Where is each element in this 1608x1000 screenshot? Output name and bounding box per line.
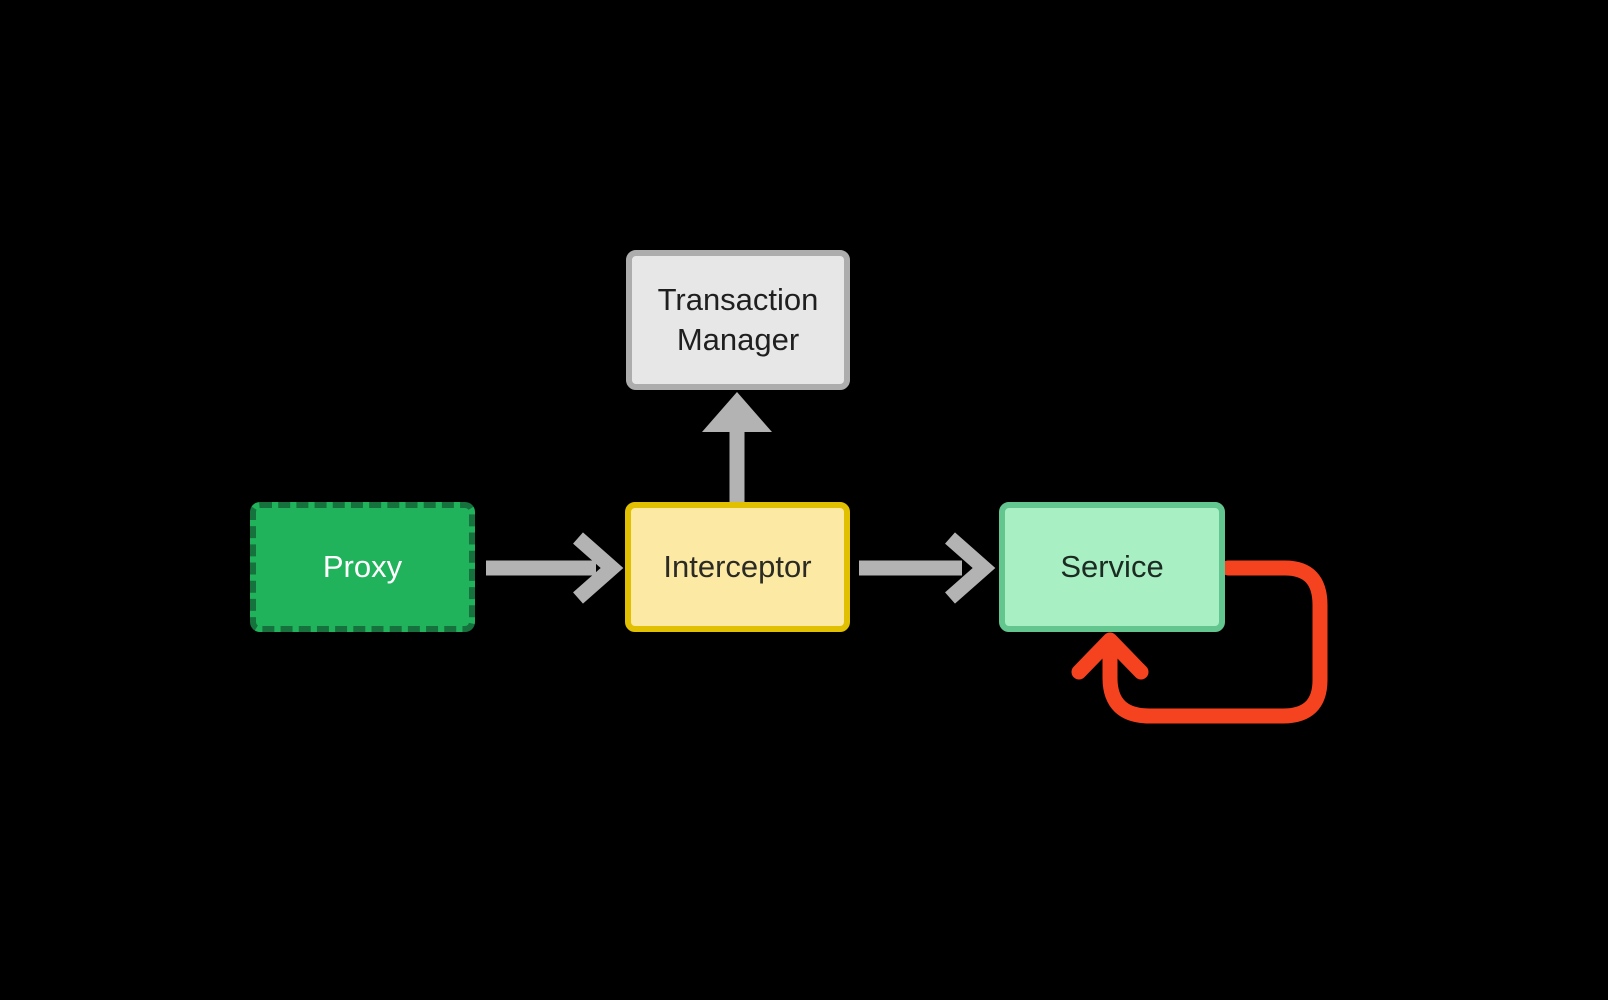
node-service-label: Service bbox=[1060, 549, 1164, 585]
edge-service-self-loop-arrowhead bbox=[1071, 632, 1149, 680]
node-interceptor-label: Interceptor bbox=[663, 549, 812, 585]
edge-proxy-to-interceptor-arrowhead bbox=[573, 532, 624, 604]
node-transaction-manager-label-line-1: Transaction bbox=[657, 282, 819, 318]
node-service[interactable]: Service bbox=[999, 502, 1225, 632]
edge-interceptor-to-tm-arrowhead bbox=[702, 392, 772, 432]
edge-interceptor-to-service-arrowhead bbox=[945, 532, 996, 604]
node-proxy[interactable]: Proxy bbox=[250, 502, 475, 632]
edge-interceptor-to-transaction-manager bbox=[702, 392, 772, 505]
node-interceptor[interactable]: Interceptor bbox=[625, 502, 850, 632]
node-transaction-manager-label-line-2: Manager bbox=[676, 322, 800, 357]
edge-interceptor-to-service bbox=[859, 532, 996, 604]
edge-proxy-to-interceptor bbox=[486, 532, 624, 604]
node-proxy-label: Proxy bbox=[322, 549, 403, 585]
node-transaction-manager[interactable]: Transaction Manager bbox=[626, 250, 850, 390]
